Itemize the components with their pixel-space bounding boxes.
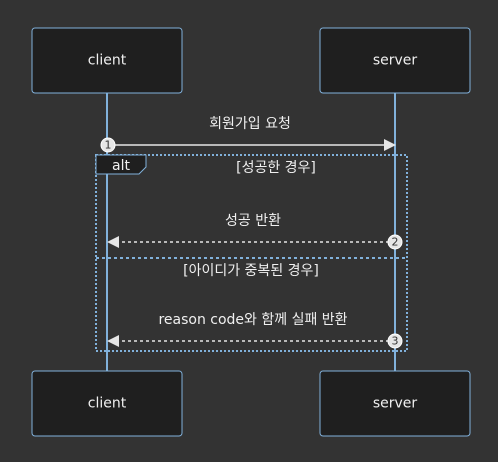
message-1-label: 회원가입 요청 [209, 116, 291, 132]
actor-server-bottom-label: server [373, 396, 418, 412]
actor-server-bottom[interactable]: server [319, 370, 471, 437]
alt-frame-border [95, 154, 408, 352]
sequence-number-1: 1 [105, 139, 112, 152]
actor-server-top-box [319, 27, 471, 94]
message-3[interactable]: reason code와 함께 실패 반환 3 [107, 312, 403, 349]
actor-client-bottom-label: client [88, 396, 127, 412]
sequence-number-2: 2 [392, 236, 399, 249]
actor-client-bottom[interactable]: client [31, 370, 183, 437]
actor-client-top-box [31, 27, 183, 94]
message-2-label: 성공 반환 [225, 213, 281, 229]
actor-server-top-label: server [373, 53, 418, 69]
actor-client-bottom-box [31, 370, 183, 437]
actor-server-bottom-box [319, 370, 471, 437]
message-1[interactable]: 회원가입 요청 1 [100, 116, 396, 153]
alt-frame-label-box [95, 154, 147, 175]
alt-frame-label: alt [112, 158, 130, 174]
alt-condition-1: [성공한 경우] [236, 160, 316, 176]
sequence-number-1-badge [100, 137, 116, 153]
actor-server-top[interactable]: server [319, 27, 471, 94]
sequence-number-3: 3 [392, 335, 399, 348]
alt-frame: alt [성공한 경우] [아이디가 중복된 경우] [95, 154, 408, 352]
alt-condition-2: [아이디가 중복된 경우] [183, 263, 319, 279]
message-2[interactable]: 성공 반환 2 [107, 213, 403, 250]
actor-client-top[interactable]: client [31, 27, 183, 94]
actor-client-top-label: client [88, 53, 127, 69]
sequence-number-2-badge [387, 234, 403, 250]
message-3-label: reason code와 함께 실패 반환 [158, 312, 347, 328]
sequence-number-3-badge [387, 333, 403, 349]
